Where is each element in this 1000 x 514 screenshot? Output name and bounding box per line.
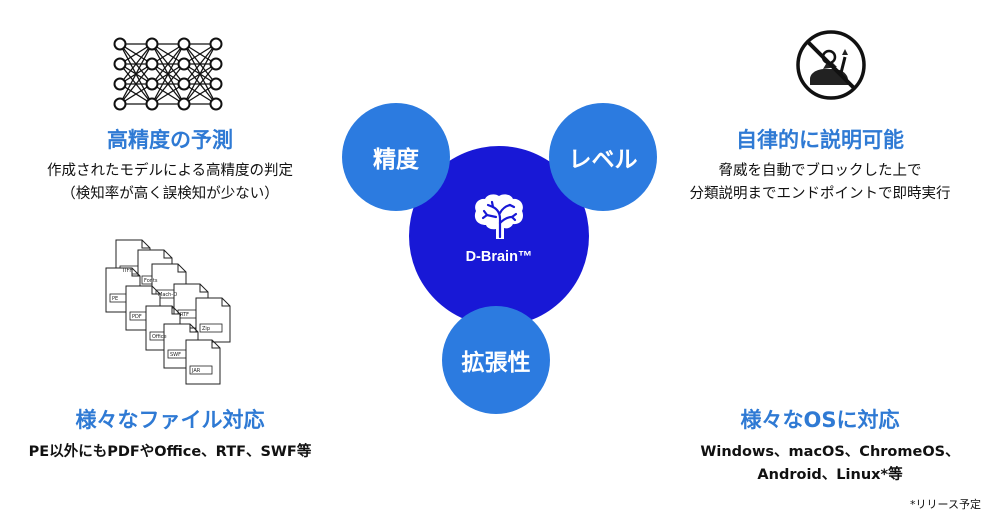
nn-node [113, 97, 127, 111]
feature-desc-autonomy-line2: 分類説明までエンドポイントで即時実行 [689, 186, 951, 202]
file-tag-label: Mach-O [158, 292, 177, 298]
nn-node [209, 57, 223, 71]
nn-node [113, 37, 127, 51]
file-tag-label: JAR [191, 368, 201, 374]
brain-icon [474, 194, 523, 239]
file-page [185, 339, 221, 385]
file-tag-label: TIFF [121, 268, 132, 274]
file-tag-box [199, 323, 223, 333]
nn-edge [119, 43, 153, 85]
nn-edge [151, 43, 185, 85]
file-tag-box [189, 365, 213, 375]
file-tag-label: SWF [170, 352, 181, 358]
block-threat-icon [796, 30, 866, 100]
feature-desc-autonomy-line1: 脅威を自動でブロックした上で [718, 163, 922, 179]
nn-node [209, 97, 223, 111]
feature-title-files: 様々なファイル対応 [75, 408, 265, 432]
feature-desc-files: PE以外にもPDFやOffice、RTF、SWF等 [28, 444, 312, 460]
file-page [195, 297, 231, 343]
feature-title-accuracy: 高精度の予測 [107, 128, 233, 152]
nn-node [177, 57, 191, 71]
feature-desc-os-line1: Windows、macOS、ChromeOS、 [700, 444, 960, 460]
file-tag-label: PDF [132, 314, 142, 320]
nn-node [177, 37, 191, 51]
nn-node [113, 57, 127, 71]
file-tag-label: RTF [180, 312, 189, 318]
feature-desc-accuracy-line1: 作成されたモデルによる高精度の判定 [46, 163, 294, 179]
nn-node [145, 97, 159, 111]
d-brain-label: D-Brain™ [465, 249, 533, 265]
nn-edge [119, 43, 153, 105]
nn-node [113, 77, 127, 91]
file-tag-label: Zip [202, 326, 210, 332]
nn-edge [151, 63, 185, 105]
feature-desc-os-line2: Android、Linux*等 [757, 467, 903, 483]
feature-title-autonomy: 自律的に説明可能 [736, 128, 904, 152]
satellite-accuracy: 精度 [342, 103, 450, 211]
feature-title-os: 様々なOSに対応 [740, 408, 900, 432]
nn-edge [183, 43, 217, 105]
nn-edge [183, 43, 217, 85]
file-tag-label: Fonts [144, 278, 158, 284]
satellite-scalability: 拡張性 [442, 306, 550, 414]
nn-node [145, 57, 159, 71]
nn-edge [151, 43, 185, 105]
nn-node [177, 77, 191, 91]
nn-node [145, 77, 159, 91]
footnote: *リリース予定 [910, 498, 981, 511]
satellite-level: レベル [549, 103, 657, 211]
feature-desc-accuracy-line2: （検知率が高く誤検知が少ない） [61, 186, 279, 202]
nn-node [177, 97, 191, 111]
nn-node [209, 37, 223, 51]
nn-node [145, 37, 159, 51]
neural-network-icon [113, 37, 223, 111]
nn-edge [119, 63, 153, 105]
nn-node [209, 77, 223, 91]
nn-edge [183, 63, 217, 105]
file-tag-label: Office [152, 334, 167, 340]
file-tag-label: PE [112, 296, 118, 302]
